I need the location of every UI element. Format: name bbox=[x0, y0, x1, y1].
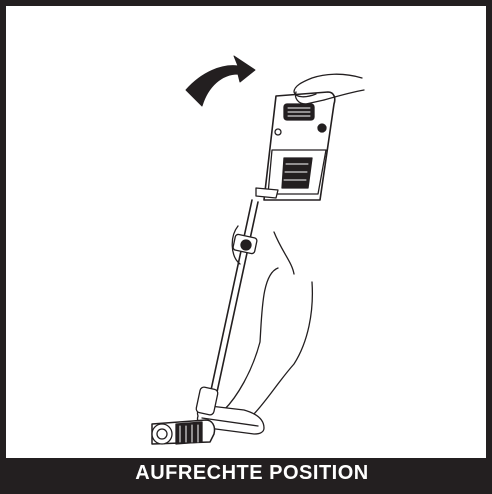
caption-title: AUFRECHTE POSITION bbox=[135, 458, 368, 488]
vacuum-body bbox=[256, 92, 335, 200]
vacuum-upright-illustration bbox=[12, 12, 492, 470]
vacuum-wand bbox=[208, 200, 258, 406]
caption-bar: AUFRECHTE POSITION bbox=[6, 458, 492, 488]
floor-nozzle bbox=[152, 386, 219, 444]
curved-arrow-icon bbox=[186, 56, 255, 106]
